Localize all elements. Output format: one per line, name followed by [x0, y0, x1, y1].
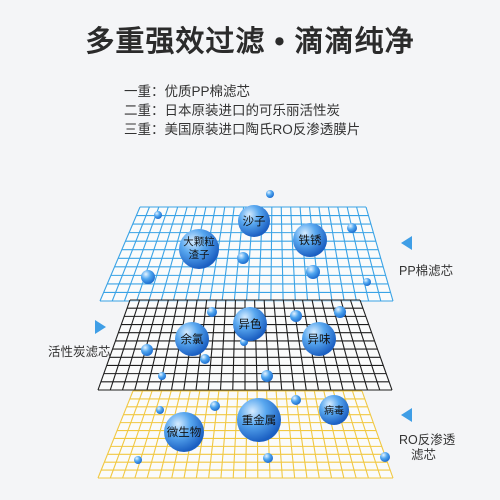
- bubble-sand: 沙子: [238, 205, 270, 237]
- bubble-heavy-metals: 重金属: [237, 398, 281, 442]
- bubble-metals-text: 重金属: [242, 413, 277, 427]
- bubble-rust: 铁锈: [293, 223, 327, 257]
- pp-layer-label: PP棉滤芯: [399, 264, 454, 278]
- carbon-layer-label: 活性炭滤芯: [48, 345, 111, 359]
- bubble-color-text: 异色: [239, 317, 262, 331]
- pp-arrow-icon: [401, 236, 412, 250]
- page-title: 多重强效过滤 • 滴滴纯净: [85, 26, 415, 58]
- stage-1-text: 一重：优质PP棉滤芯: [124, 84, 251, 99]
- bubble-microbes: 微生物: [164, 412, 204, 452]
- bubble-virus-text: 病毒: [324, 404, 344, 417]
- bubble-microbes-text: 微生物: [167, 425, 202, 439]
- ro-arrow-icon: [401, 408, 412, 422]
- stage-3-text: 三重：美国原装进口陶氏RO反渗透膜片: [124, 122, 361, 137]
- bubble-chlorine-text: 余氯: [181, 332, 204, 346]
- bubble-large-particles: 大颗粒 渣子: [179, 229, 219, 269]
- ro-layer-label-line1: RO反渗透: [399, 433, 456, 447]
- bubble-virus: 病毒: [319, 395, 349, 425]
- bubble-large-particles-line2: 渣子: [189, 248, 210, 261]
- bubble-residual-chlorine: 余氯: [175, 322, 209, 356]
- bubble-rust-text: 铁锈: [299, 234, 322, 247]
- filter-stage-list: 一重：优质PP棉滤芯 二重：日本原装进口的可乐丽活性炭 三重：美国原装进口陶氏R…: [124, 82, 360, 139]
- bubble-off-color: 异色: [233, 307, 267, 341]
- bubble-odor-text: 异味: [308, 333, 331, 346]
- bubble-odor: 异味: [302, 322, 336, 356]
- small-bubbles: [134, 190, 390, 464]
- bubble-sand-text: 沙子: [243, 215, 266, 228]
- ro-layer-label-line2: 滤芯: [411, 448, 437, 462]
- carbon-arrow-icon: [95, 320, 106, 334]
- bubble-large-particles-line1: 大颗粒: [183, 235, 215, 248]
- stage-2-text: 二重：日本原装进口的可乐丽活性炭: [124, 103, 340, 118]
